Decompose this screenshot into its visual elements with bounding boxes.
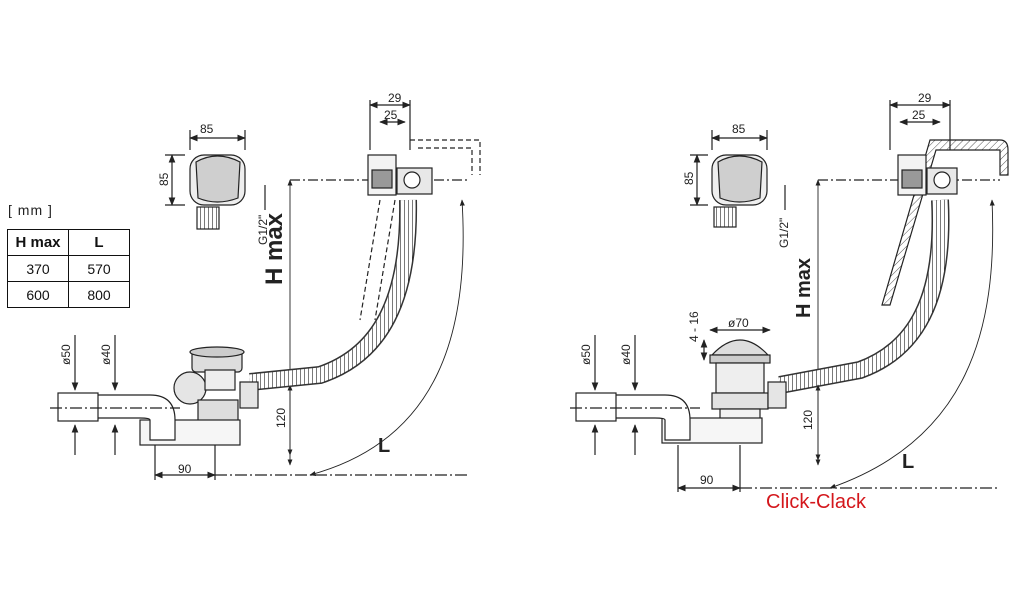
right-d50: ø50 xyxy=(579,344,593,365)
right-top-width: 85 xyxy=(732,122,746,136)
left-drawing xyxy=(50,100,481,480)
click-clack-caption: Click-Clack xyxy=(766,491,866,513)
table-row: 600 800 xyxy=(7,281,130,308)
left-dim-25: 25 xyxy=(384,108,398,122)
right-w90: 90 xyxy=(700,473,714,487)
right-dim-25: 25 xyxy=(912,108,926,122)
right-top-height: 85 xyxy=(682,171,696,185)
left-length-label: L xyxy=(378,435,390,457)
left-thread: G1/2" xyxy=(256,215,270,245)
overflow-head xyxy=(165,130,266,230)
units-label: [ mm ] xyxy=(8,202,53,218)
header-hmax: H max xyxy=(7,229,69,256)
overflow-head xyxy=(690,130,786,228)
size-table: H max L 370 570 600 800 xyxy=(7,229,130,308)
right-length-label: L xyxy=(902,451,914,473)
right-d70: ø70 xyxy=(728,316,749,330)
right-hmax-label: H max xyxy=(793,258,815,318)
right-h120: 120 xyxy=(801,410,815,430)
overflow-fitting xyxy=(367,100,481,196)
left-w90: 90 xyxy=(178,462,192,476)
left-h120: 120 xyxy=(274,408,288,428)
left-d50: ø50 xyxy=(59,344,73,365)
right-thread: G1/2" xyxy=(777,218,791,248)
left-top-height: 85 xyxy=(157,172,171,186)
table-row: 370 570 xyxy=(7,255,130,282)
cell-hmax: 600 xyxy=(7,281,69,308)
right-range: 4 - 16 xyxy=(687,311,701,342)
cell-l: 800 xyxy=(68,281,130,308)
overflow-fitting xyxy=(889,100,958,196)
cell-l: 570 xyxy=(68,255,130,282)
left-dim-29: 29 xyxy=(388,91,402,105)
click-clack-waste xyxy=(575,326,787,444)
right-d40: ø40 xyxy=(619,344,633,365)
left-hmax-label: H max xyxy=(261,212,288,285)
right-drawing xyxy=(570,100,1009,492)
left-d40: ø40 xyxy=(99,344,113,365)
left-top-width: 85 xyxy=(200,122,214,136)
right-dim-29: 29 xyxy=(918,91,932,105)
cell-hmax: 370 xyxy=(7,255,69,282)
size-table-header-row: H max L xyxy=(7,229,130,256)
waste-body xyxy=(57,346,259,446)
